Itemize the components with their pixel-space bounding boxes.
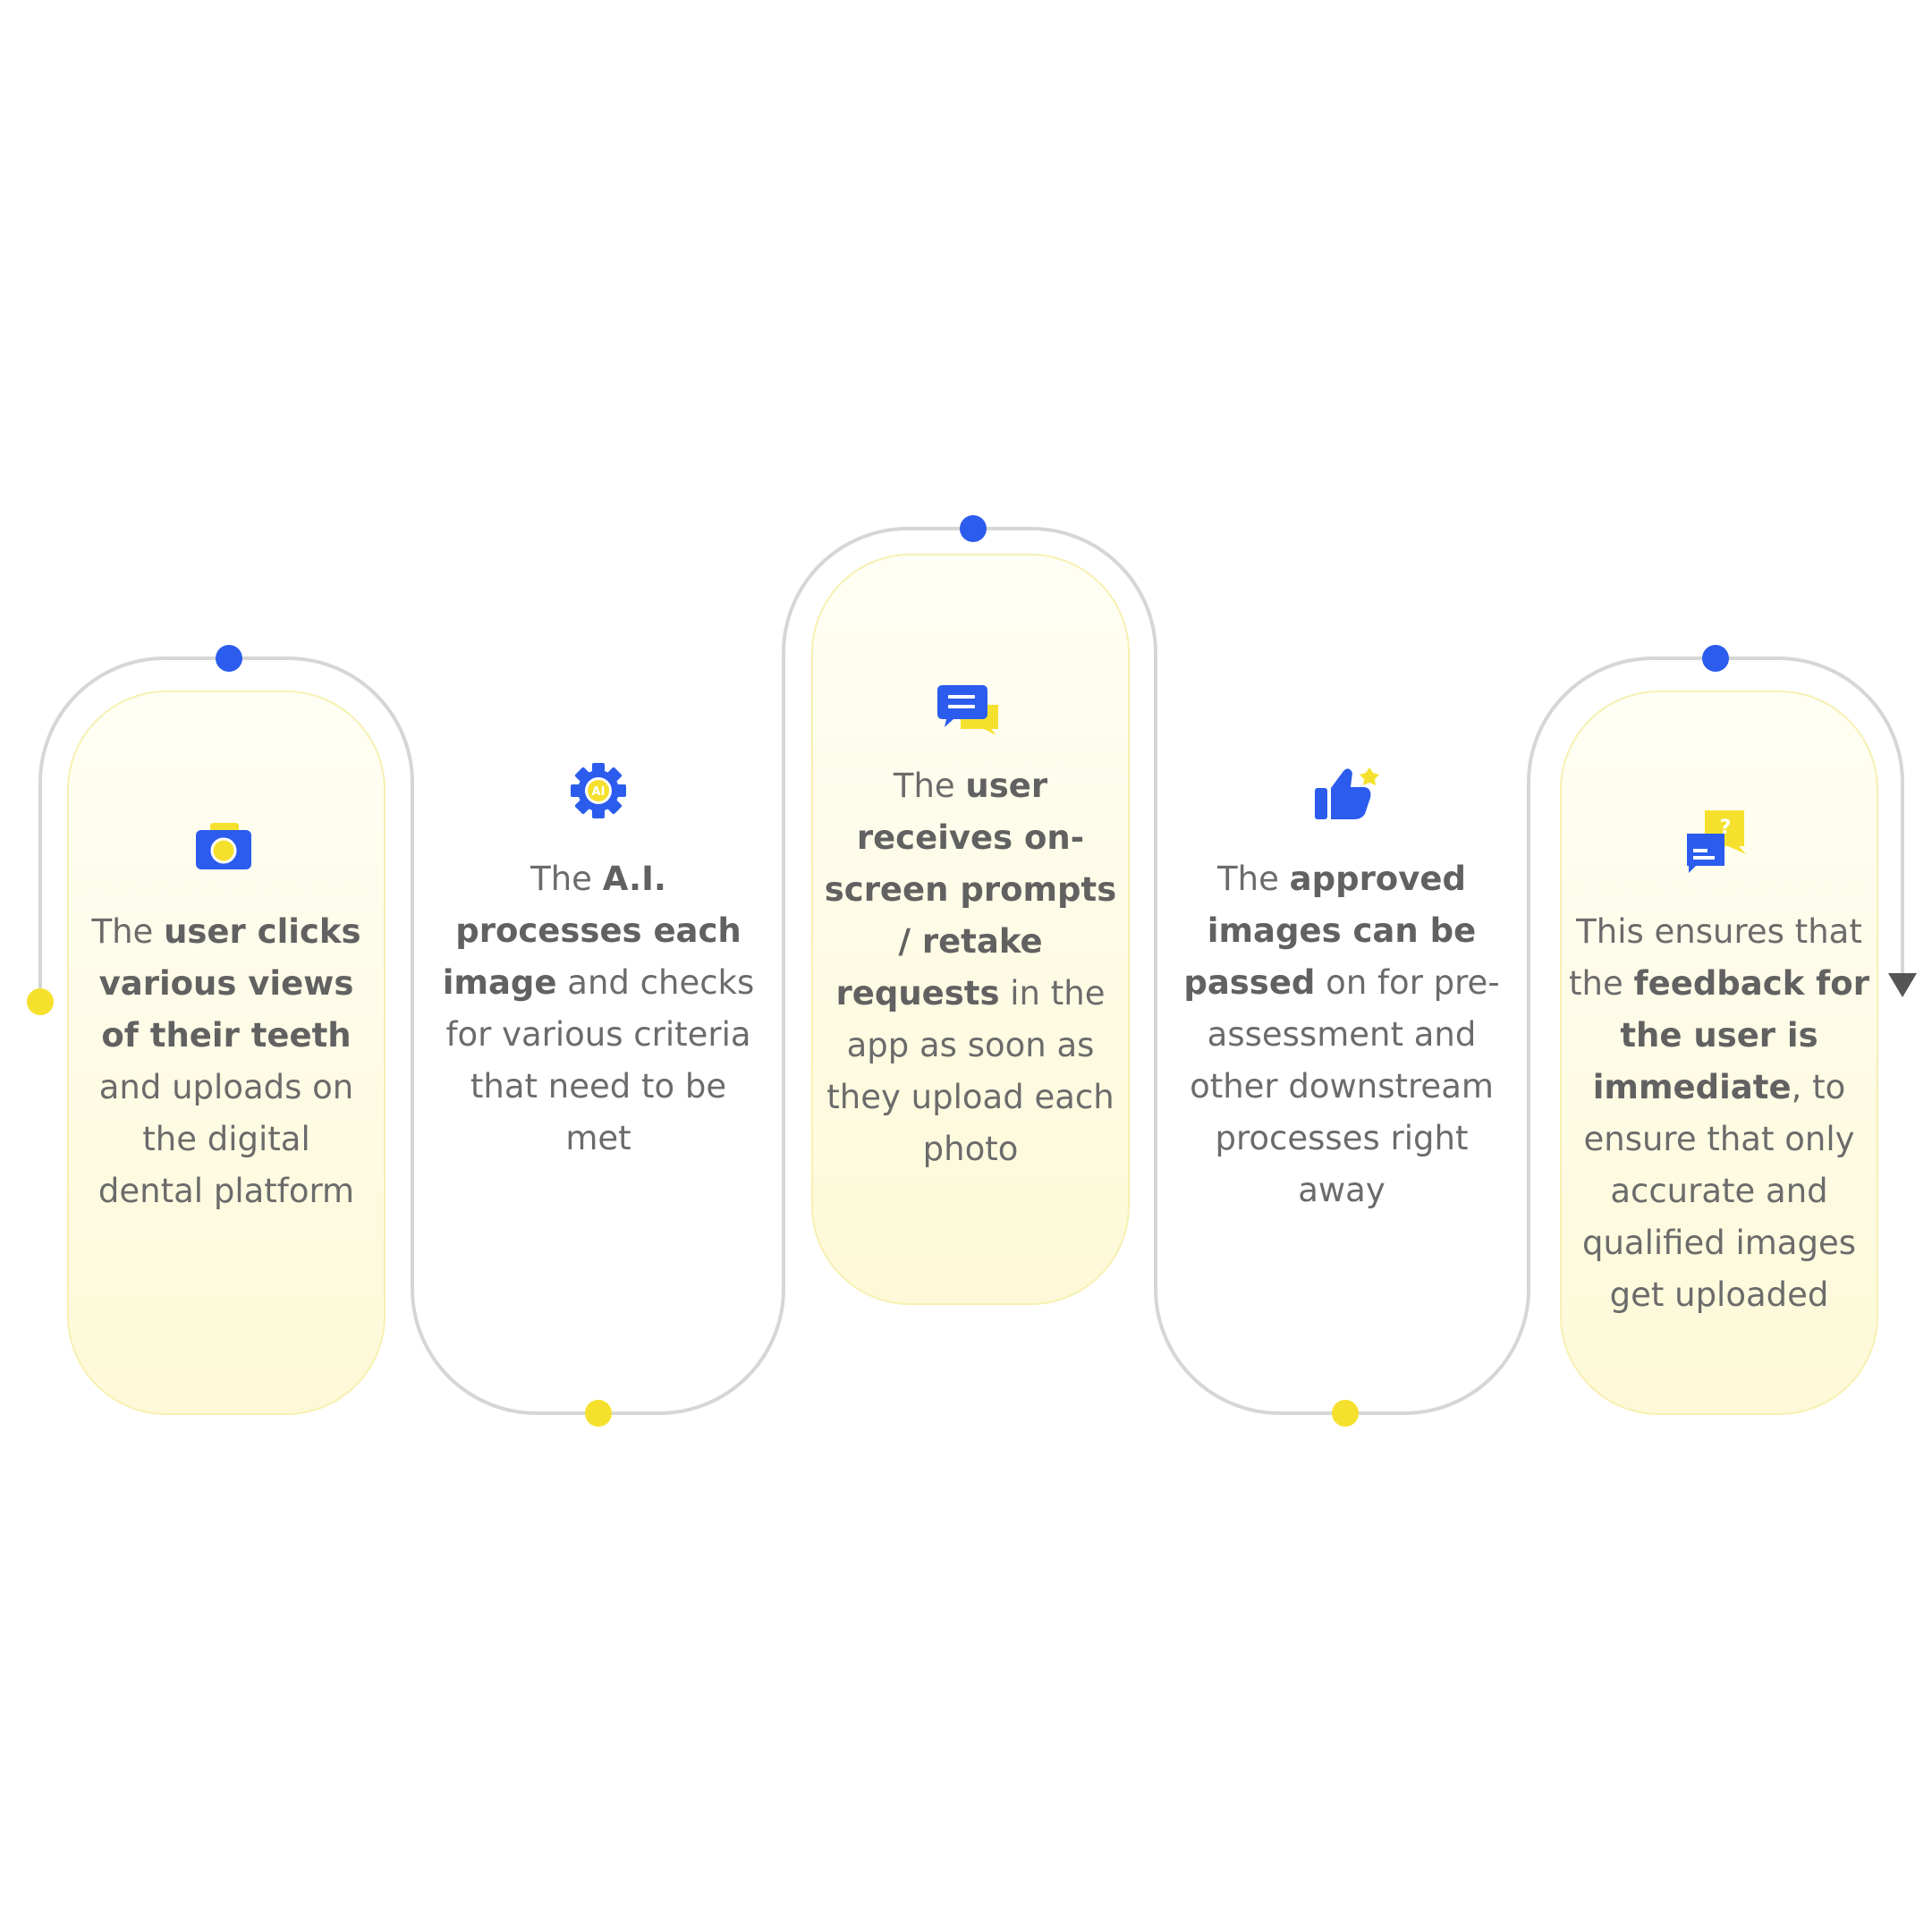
chat-bubbles-icon [937, 685, 998, 735]
step-text-regular: The [893, 767, 966, 805]
step-card-1 [67, 691, 386, 1415]
step-text-regular: on for pre-assessment and other downstre… [1190, 963, 1500, 1209]
camera-icon [196, 823, 251, 869]
step-card-5 [1560, 691, 1878, 1415]
step-text-bold: user clicks various views of their teeth [98, 912, 361, 1055]
step-text-regular: This ensures that the [1569, 912, 1862, 1003]
flow-end-arrow [1888, 973, 1917, 997]
question-mark-label: ? [1720, 817, 1732, 839]
step-text-bold: approved images can be passed [1183, 860, 1477, 1002]
step-text-regular: The [91, 912, 165, 951]
step-text-bold: feedback for the user is immediate [1592, 964, 1869, 1106]
connector-dot-2 [585, 1400, 612, 1427]
connector-dot-start [27, 988, 54, 1015]
step-1-text: The user clicks various views of their t… [86, 906, 367, 1217]
connector-dot-5 [1702, 645, 1729, 672]
question-chat-icon: ? [1687, 810, 1746, 873]
ai-gear-label: AI [592, 785, 606, 799]
step-text-bold: user receives on-screen prompts / retake… [824, 767, 1117, 1013]
step-card-3 [811, 554, 1130, 1305]
connector-dot-1 [216, 645, 242, 672]
connector-dot-3 [960, 515, 987, 542]
step-2-text: The A.I. processes each image and checks… [437, 853, 759, 1165]
step-text-regular: The [530, 860, 603, 898]
step-4-text: The approved images can be passed on for… [1181, 853, 1503, 1216]
step-text-bold: A.I. processes each image [442, 860, 741, 1002]
step-5-text: This ensures that the feedback for the u… [1567, 906, 1871, 1321]
connector-dot-4 [1332, 1400, 1359, 1427]
ai-gear-icon: AI [571, 763, 626, 818]
step-text-regular: in the app as soon as they upload each p… [826, 974, 1114, 1168]
step-3-text: The user receives on-screen prompts / re… [821, 760, 1120, 1175]
step-text-regular: , to ensure that only accurate and quali… [1581, 1068, 1856, 1314]
step-text-regular: The [1217, 860, 1290, 898]
step-text-regular: and uploads on the digital dental platfo… [97, 1068, 355, 1210]
step-text-regular: and checks for various criteria that nee… [445, 963, 755, 1157]
thumbs-up-icon [1315, 767, 1379, 819]
